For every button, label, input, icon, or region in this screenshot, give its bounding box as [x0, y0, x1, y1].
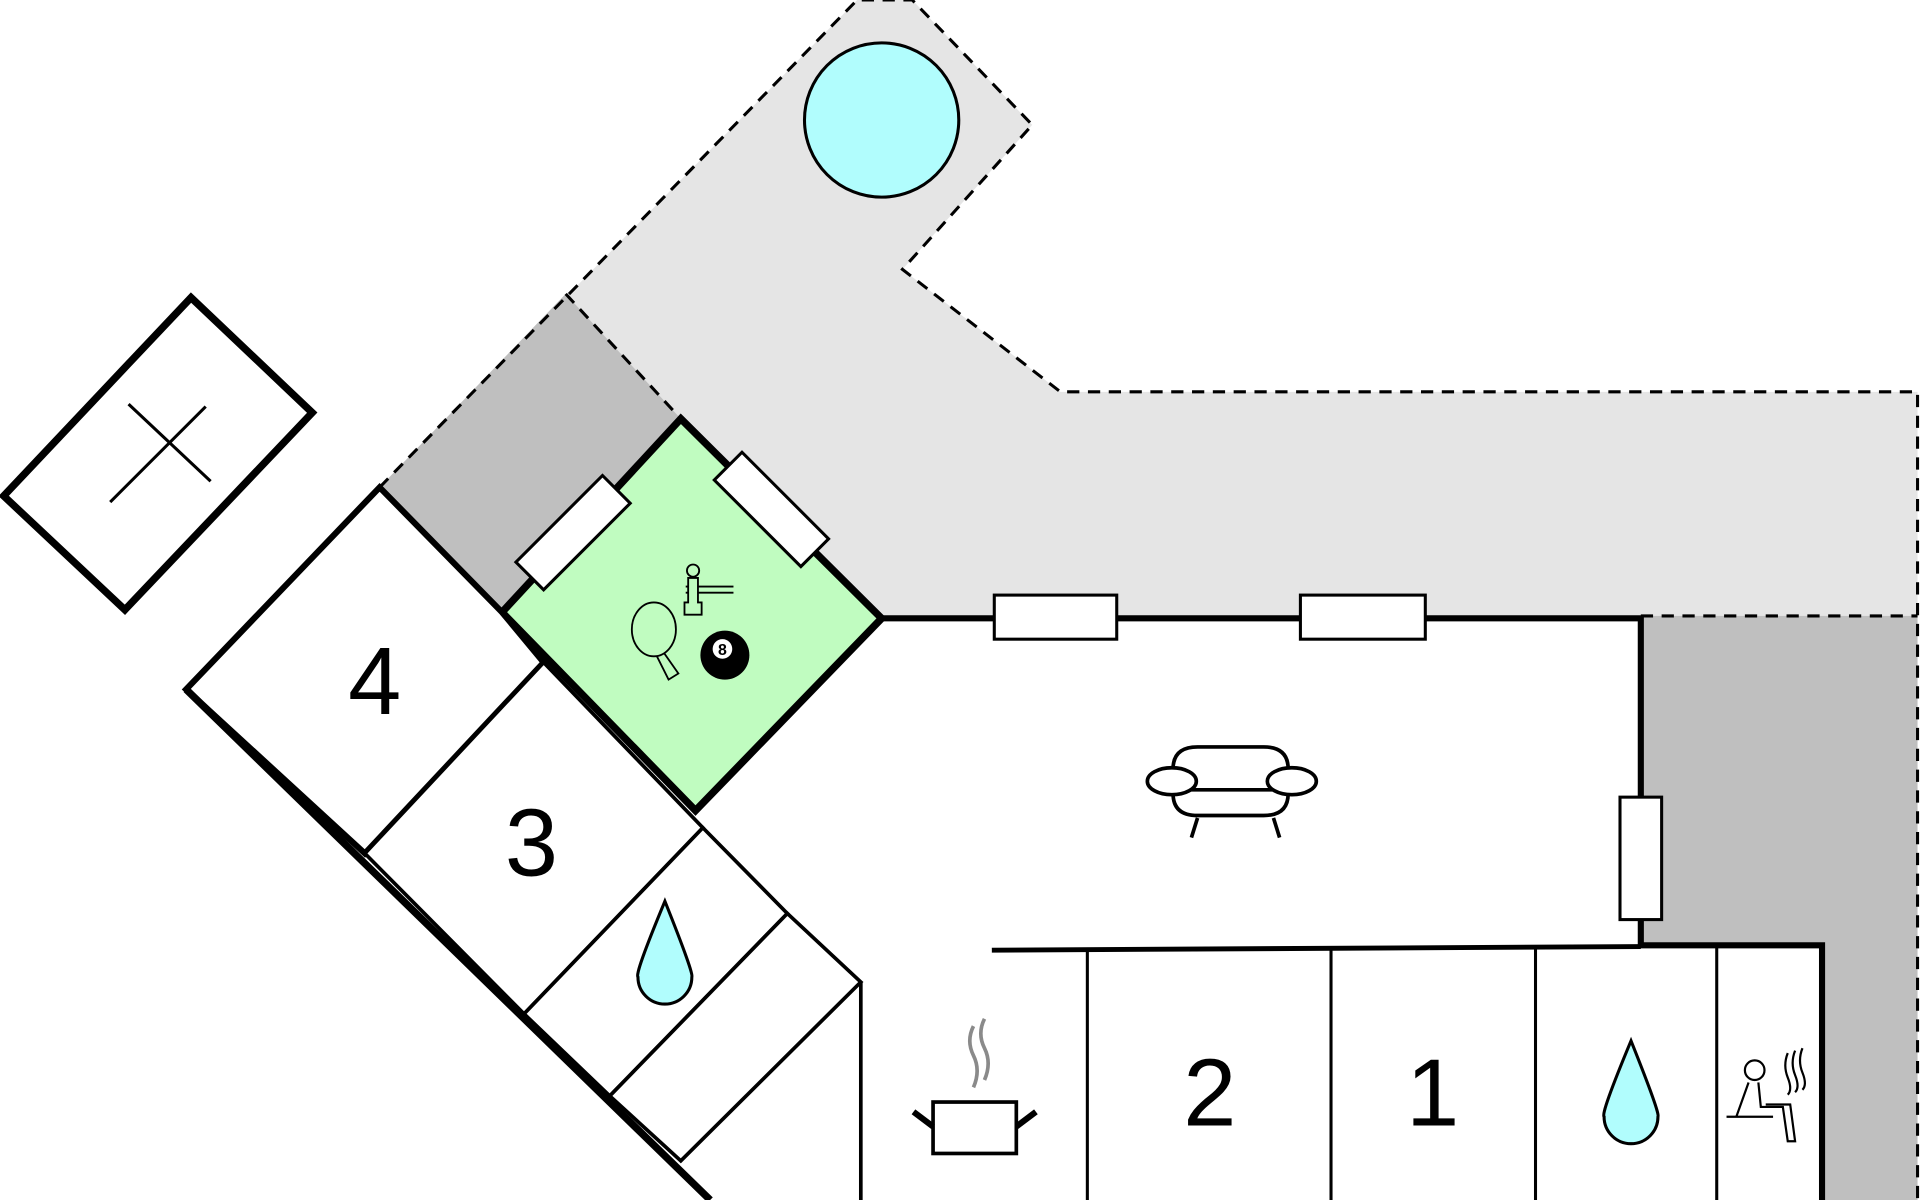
billiard-ball-icon: 8: [700, 630, 750, 680]
table-tennis-icon: [630, 601, 680, 681]
windows: [513, 450, 1664, 922]
trampoline-icon: [0, 292, 318, 615]
utility-room: [607, 910, 864, 1164]
foosball-icon: [683, 563, 734, 616]
svg-text:8: 8: [718, 642, 727, 659]
covered-terrace-left: [379, 293, 681, 613]
sauna-icon: [1726, 1047, 1806, 1143]
room-label-1: 1: [1406, 1040, 1459, 1146]
covered-terrace-right: [1638, 615, 1918, 1200]
room-label-2: 2: [1183, 1040, 1236, 1146]
room-label-4: 4: [348, 629, 401, 735]
bathroom-drop-icon: [636, 897, 694, 1006]
kitchen-pot-icon: [911, 1017, 1038, 1156]
bathroom-drop-icon: [1602, 1036, 1660, 1146]
terrace-area: [379, 0, 1918, 619]
pool-icon: [802, 41, 961, 199]
terrace-border: [378, 0, 1920, 1200]
room-label-3: 3: [505, 791, 558, 897]
sofa-icon: [1145, 745, 1319, 839]
